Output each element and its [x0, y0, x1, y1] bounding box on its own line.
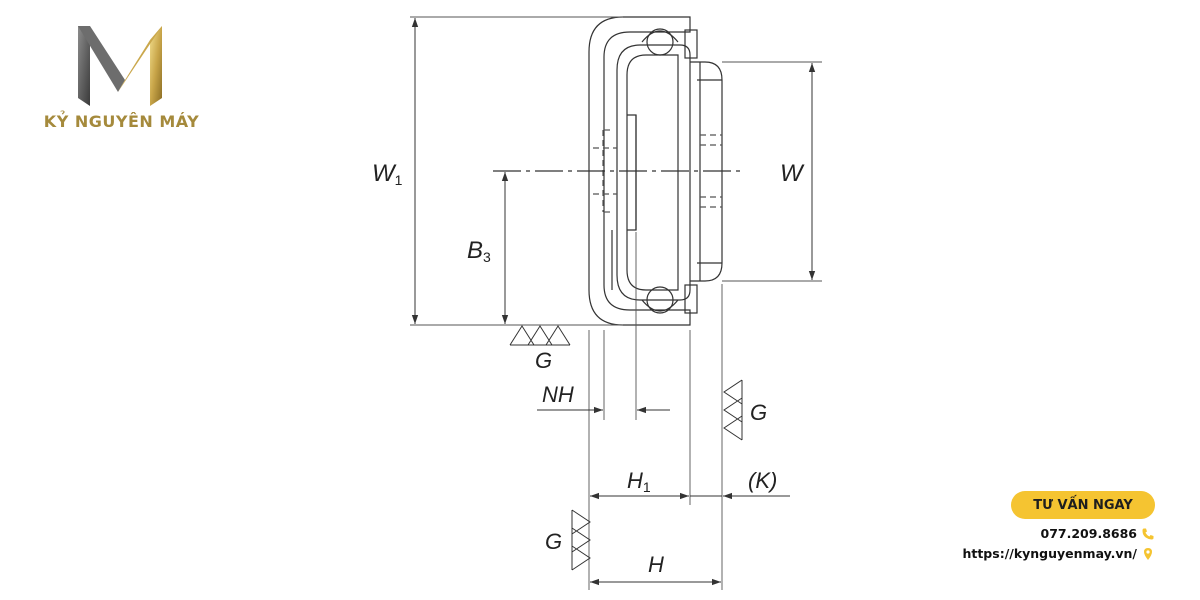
outer-housing-outline	[588, 16, 691, 326]
label-nh: NH	[542, 382, 574, 407]
label-k: (K)	[748, 468, 777, 493]
ball-bottom	[646, 286, 674, 314]
label-g-left: G	[545, 529, 562, 554]
phone-number: 077.209.8686	[1040, 526, 1137, 541]
brand-logo[interactable]	[30, 18, 210, 138]
brand-name: KỶ NGUYÊN MÁY	[43, 112, 200, 131]
consult-now-button[interactable]: TƯ VẤN NGAY	[1011, 491, 1155, 519]
phone-icon	[1142, 528, 1154, 539]
label-h: H	[648, 552, 664, 577]
label-w: W	[780, 160, 805, 187]
inner-frame	[616, 44, 691, 301]
label-h1: H1	[627, 468, 651, 495]
ground-symbol-left	[571, 509, 591, 571]
ball-top	[646, 28, 674, 56]
ground-symbol-right	[723, 379, 743, 441]
label-g-bottom: G	[535, 348, 552, 373]
label-b3: B3	[467, 237, 491, 265]
label-g-right: G	[750, 400, 767, 425]
ground-symbol-bottom	[509, 325, 571, 346]
location-pin-icon	[1144, 547, 1152, 560]
m-monogram-logo-icon	[78, 26, 162, 106]
phone-contact[interactable]: 077.209.8686	[1041, 526, 1155, 541]
website-contact[interactable]: https://kynguyenmay.vn/	[962, 546, 1155, 561]
label-w1: W1	[372, 160, 403, 188]
website-url: https://kynguyenmay.vn/	[962, 546, 1137, 561]
